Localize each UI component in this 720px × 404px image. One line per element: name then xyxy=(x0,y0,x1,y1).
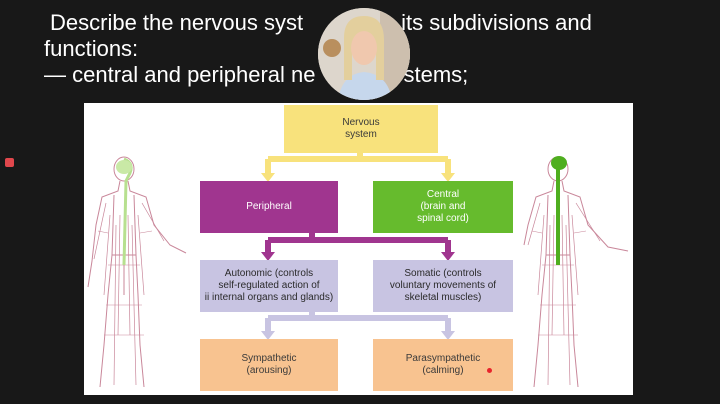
central-box: Central (brain and spinal cord) xyxy=(373,181,513,233)
human-body-figure-right xyxy=(523,156,629,388)
annotation-dot xyxy=(487,368,492,373)
peripheral-box: Peripheral xyxy=(200,181,338,233)
human-body-figure-left xyxy=(87,156,187,388)
diagram-panel: Nervous system Peripheral Central (brain… xyxy=(84,103,633,395)
title-line-1-end: its subdivisions and xyxy=(401,10,592,35)
webcam-presenter-feed xyxy=(318,8,410,100)
title-line-2: functions: xyxy=(44,36,139,61)
autonomic-box: Autonomic (controls self-regulated actio… xyxy=(200,260,338,312)
title-line-1: Describe the nervous syst xyxy=(50,10,304,35)
diagram-connectors xyxy=(261,151,455,340)
slide-nav-marker[interactable] xyxy=(5,158,14,167)
nervous-system-box: Nervous system xyxy=(284,105,438,153)
parasympathetic-box: Parasympathetic (calming) xyxy=(373,339,513,391)
somatic-box: Somatic (controls voluntary movements of… xyxy=(373,260,513,312)
title-line-3: — central and peripheral ne xyxy=(44,62,316,87)
sympathetic-box: Sympathetic (arousing) xyxy=(200,339,338,391)
